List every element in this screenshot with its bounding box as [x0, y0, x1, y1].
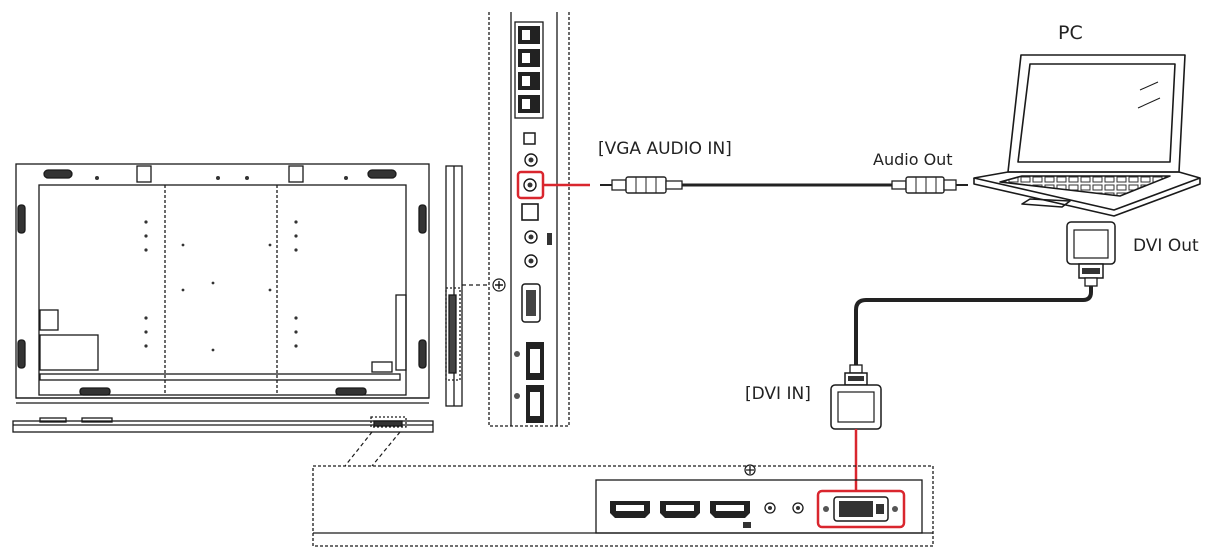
- vga-audio-in-label: [VGA AUDIO IN]: [598, 139, 732, 159]
- dvi-out-connector: [1066, 221, 1116, 287]
- dvi-in-highlight: [816, 489, 906, 529]
- pc-label: PC: [1058, 22, 1083, 44]
- side-connector-panel: [488, 12, 570, 427]
- dvi-in-label: [DVI IN]: [745, 384, 811, 404]
- audio-cable: [600, 176, 968, 194]
- callout-lines: [344, 284, 489, 467]
- bottom-connector-panel: [312, 464, 934, 547]
- monitor-screws: [95, 176, 348, 352]
- monitor-back: [15, 163, 430, 404]
- dvi-out-label: DVI Out: [1133, 236, 1199, 256]
- laptop-pc: [973, 54, 1201, 217]
- monitor-side-view: [445, 165, 463, 407]
- dvi-in-connector: [830, 364, 882, 430]
- monitor-bottom-view: [12, 416, 434, 433]
- audio-out-label: Audio Out: [873, 150, 953, 169]
- dvi-cable: [854, 286, 1093, 365]
